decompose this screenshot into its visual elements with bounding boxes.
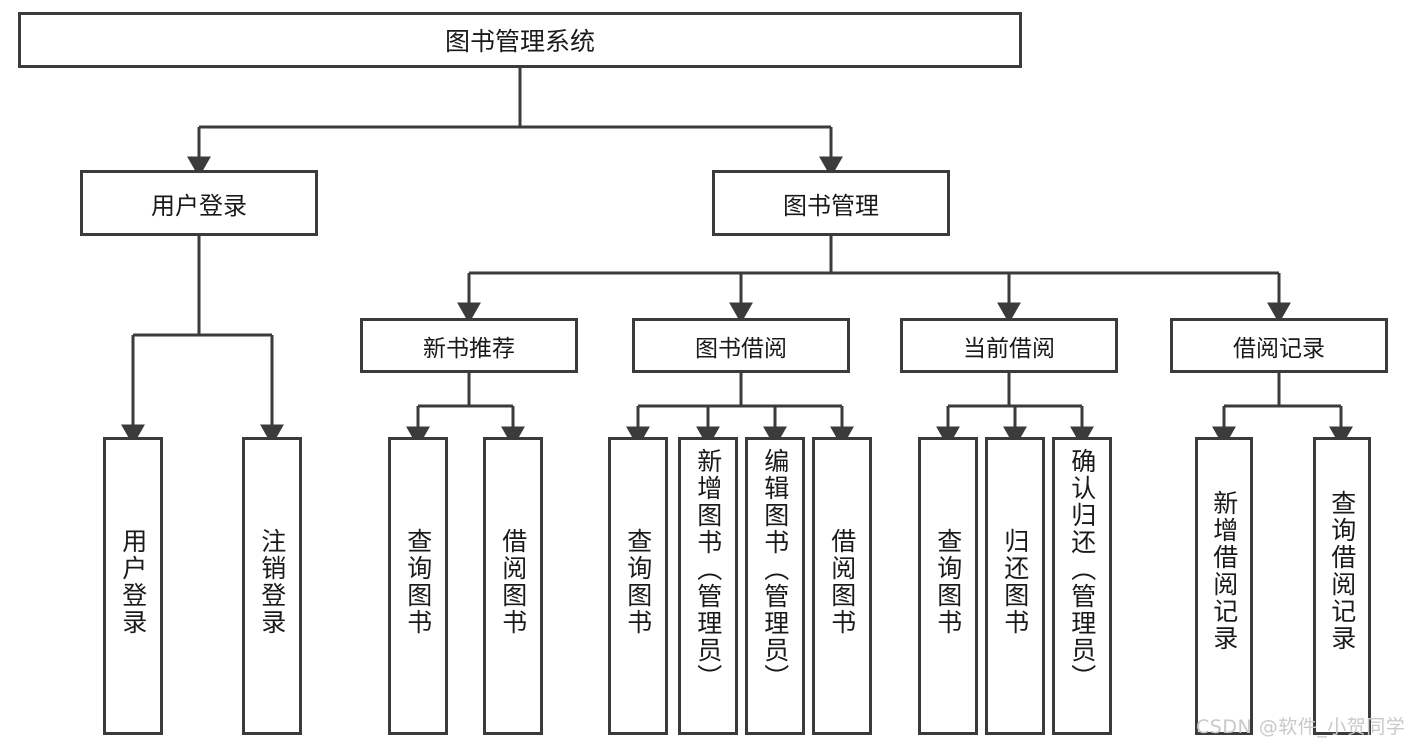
leaf-label: 确认归还（管理员）: [1067, 448, 1097, 691]
leaf-borrow-book-recommend[interactable]: 借阅图书: [483, 437, 543, 735]
node-current-borrow[interactable]: 当前借阅: [900, 318, 1118, 373]
leaf-label: 查询图书: [933, 528, 963, 636]
node-root-system[interactable]: 图书管理系统: [18, 12, 1022, 68]
leaf-query-book-current[interactable]: 查询图书: [918, 437, 978, 735]
leaf-label: 查询图书: [403, 528, 433, 636]
leaf-label: 查询图书: [623, 528, 653, 636]
leaf-query-borrow-record[interactable]: 查询借阅记录: [1313, 437, 1371, 735]
leaf-logout[interactable]: 注销登录: [242, 437, 302, 735]
leaf-edit-book-admin[interactable]: 编辑图书（管理员）: [745, 437, 805, 735]
leaf-label: 借阅图书: [498, 528, 528, 636]
node-label: 用户登录: [151, 191, 247, 220]
leaf-label: 新增图书（管理员）: [693, 448, 723, 691]
leaf-label: 编辑图书（管理员）: [760, 448, 790, 691]
node-label: 图书管理系统: [444, 27, 595, 56]
leaf-label: 用户登录: [118, 528, 148, 636]
leaf-confirm-return-admin[interactable]: 确认归还（管理员）: [1052, 437, 1112, 735]
leaf-label: 查询借阅记录: [1327, 490, 1357, 652]
watermark-text: CSDN @软件_小贺同学: [1196, 716, 1405, 738]
node-book-management[interactable]: 图书管理: [712, 170, 950, 236]
node-label: 当前借阅: [963, 335, 1055, 362]
node-book-borrow[interactable]: 图书借阅: [632, 318, 850, 373]
node-label: 图书管理: [783, 191, 879, 220]
node-label: 新书推荐: [423, 335, 515, 362]
node-label: 图书借阅: [695, 335, 787, 362]
leaf-add-borrow-record[interactable]: 新增借阅记录: [1195, 437, 1253, 735]
node-new-book-recommend[interactable]: 新书推荐: [360, 318, 578, 373]
leaf-label: 归还图书: [1000, 528, 1030, 636]
leaf-user-login[interactable]: 用户登录: [103, 437, 163, 735]
leaf-label: 新增借阅记录: [1209, 490, 1239, 652]
leaf-label: 注销登录: [257, 528, 287, 636]
leaf-label: 借阅图书: [827, 528, 857, 636]
node-borrow-record[interactable]: 借阅记录: [1170, 318, 1388, 373]
leaf-add-book-admin[interactable]: 新增图书（管理员）: [678, 437, 738, 735]
node-user-login[interactable]: 用户登录: [80, 170, 318, 236]
leaf-query-book-borrow[interactable]: 查询图书: [608, 437, 668, 735]
node-label: 借阅记录: [1233, 335, 1325, 362]
leaf-query-book-recommend[interactable]: 查询图书: [388, 437, 448, 735]
leaf-return-book[interactable]: 归还图书: [985, 437, 1045, 735]
leaf-borrow-book[interactable]: 借阅图书: [812, 437, 872, 735]
